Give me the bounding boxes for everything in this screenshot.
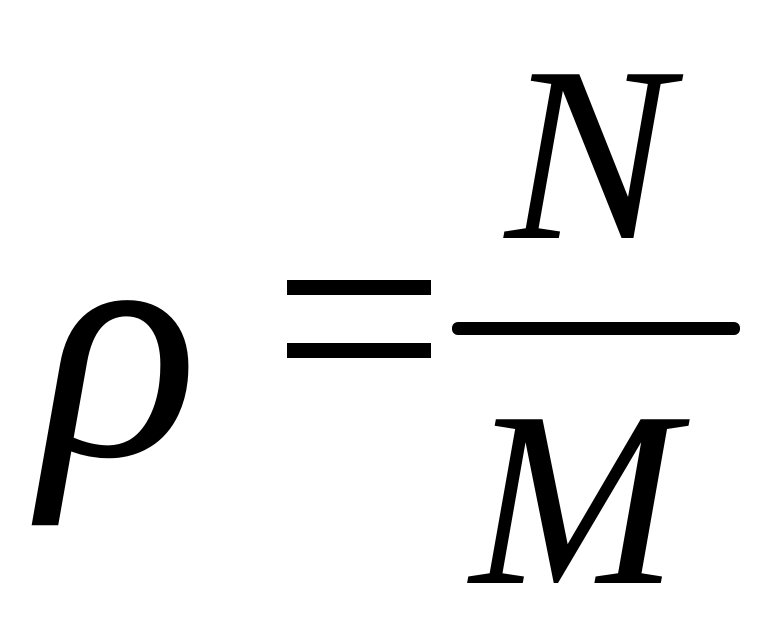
equals-bar-top [287, 280, 431, 295]
equals-bar-bottom [287, 343, 431, 358]
fraction-numerator: N [505, 16, 672, 293]
rho-symbol: ρ [40, 162, 199, 527]
fraction-denominator: M [470, 361, 679, 638]
equals-sign [287, 280, 431, 358]
fraction-bar [452, 322, 740, 335]
